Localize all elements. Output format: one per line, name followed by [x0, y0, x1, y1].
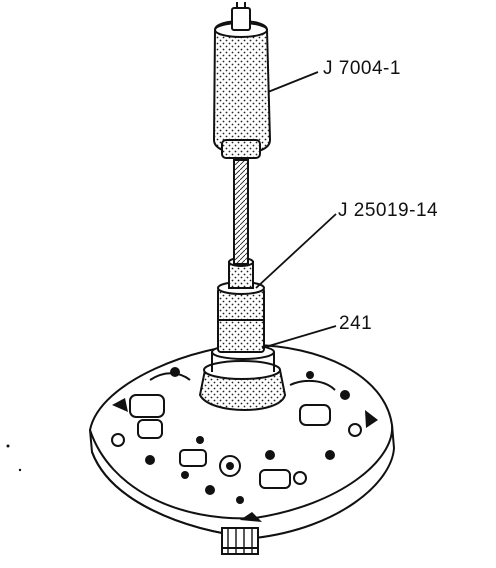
- leader-line-j7004-1: [267, 71, 319, 93]
- scan-specks: [6, 444, 22, 472]
- leader-line-j25019-14: [255, 213, 337, 289]
- callout-j7004-1: J 7004-1: [323, 58, 401, 79]
- leader-lines: [255, 71, 337, 349]
- slide-hammer-shaft: [233, 159, 249, 265]
- pump-hub: [198, 344, 287, 411]
- leader-line-241: [261, 325, 337, 349]
- pump-shaft-stub: [221, 527, 259, 555]
- callout-241: 241: [339, 313, 373, 334]
- adapter-j25019-14: [217, 257, 265, 353]
- pump-body: [88, 343, 396, 540]
- slide-hammer-j7004-1: [212, 2, 272, 159]
- callout-j25019-14: J 25019-14: [338, 200, 439, 221]
